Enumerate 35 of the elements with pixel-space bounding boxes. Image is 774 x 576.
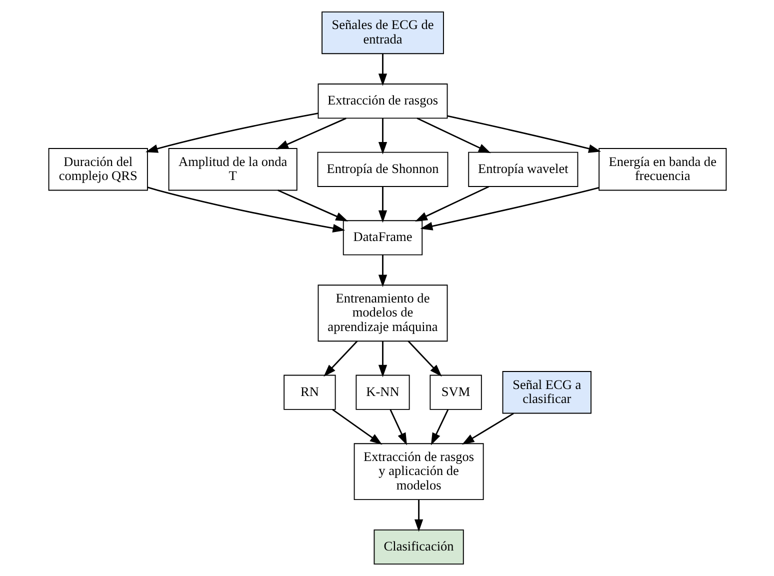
arrow [430, 409, 448, 446]
node-box: Clasificación [373, 529, 464, 565]
arrow [407, 340, 442, 377]
node-box: SVM [429, 374, 482, 410]
arrow [145, 112, 318, 153]
arrow [378, 254, 387, 288]
node-box: Entropía de Shonnon [316, 152, 448, 187]
node-box: RN [283, 374, 336, 410]
arrow [277, 190, 348, 222]
node-box: DataFrame [342, 220, 422, 256]
node-box: Amplitud de la onda T [168, 148, 297, 191]
node-box: Extracción de rasgos [317, 84, 448, 119]
arrow [378, 341, 387, 378]
node-box: Extracción de rasgos y aplicación de modelos [353, 443, 484, 500]
arrow [414, 186, 489, 222]
node-box: Señal ECG a clasificar [502, 371, 591, 414]
arrow [389, 409, 406, 446]
node-box: Entropía wavelet [468, 152, 578, 187]
arrow [446, 115, 600, 153]
arrow [332, 408, 382, 445]
node-box: Entrenamiento de modelos de aprendizaje máquina [317, 284, 448, 342]
arrow [414, 500, 423, 532]
node-box: Duración del complejo QRS [48, 148, 148, 191]
arrow [378, 118, 387, 154]
node-box: Energía en banda de frecuencia [598, 148, 726, 191]
arrow [378, 54, 387, 86]
arrow [378, 186, 387, 223]
arrow [416, 118, 490, 154]
arrow [146, 186, 345, 232]
arrow [323, 340, 358, 377]
arrow [276, 118, 346, 150]
node-box: K-NN [355, 374, 410, 410]
arrow [420, 187, 599, 230]
arrow [461, 412, 514, 445]
node-box: Señales de ECG de entrada [321, 11, 444, 54]
